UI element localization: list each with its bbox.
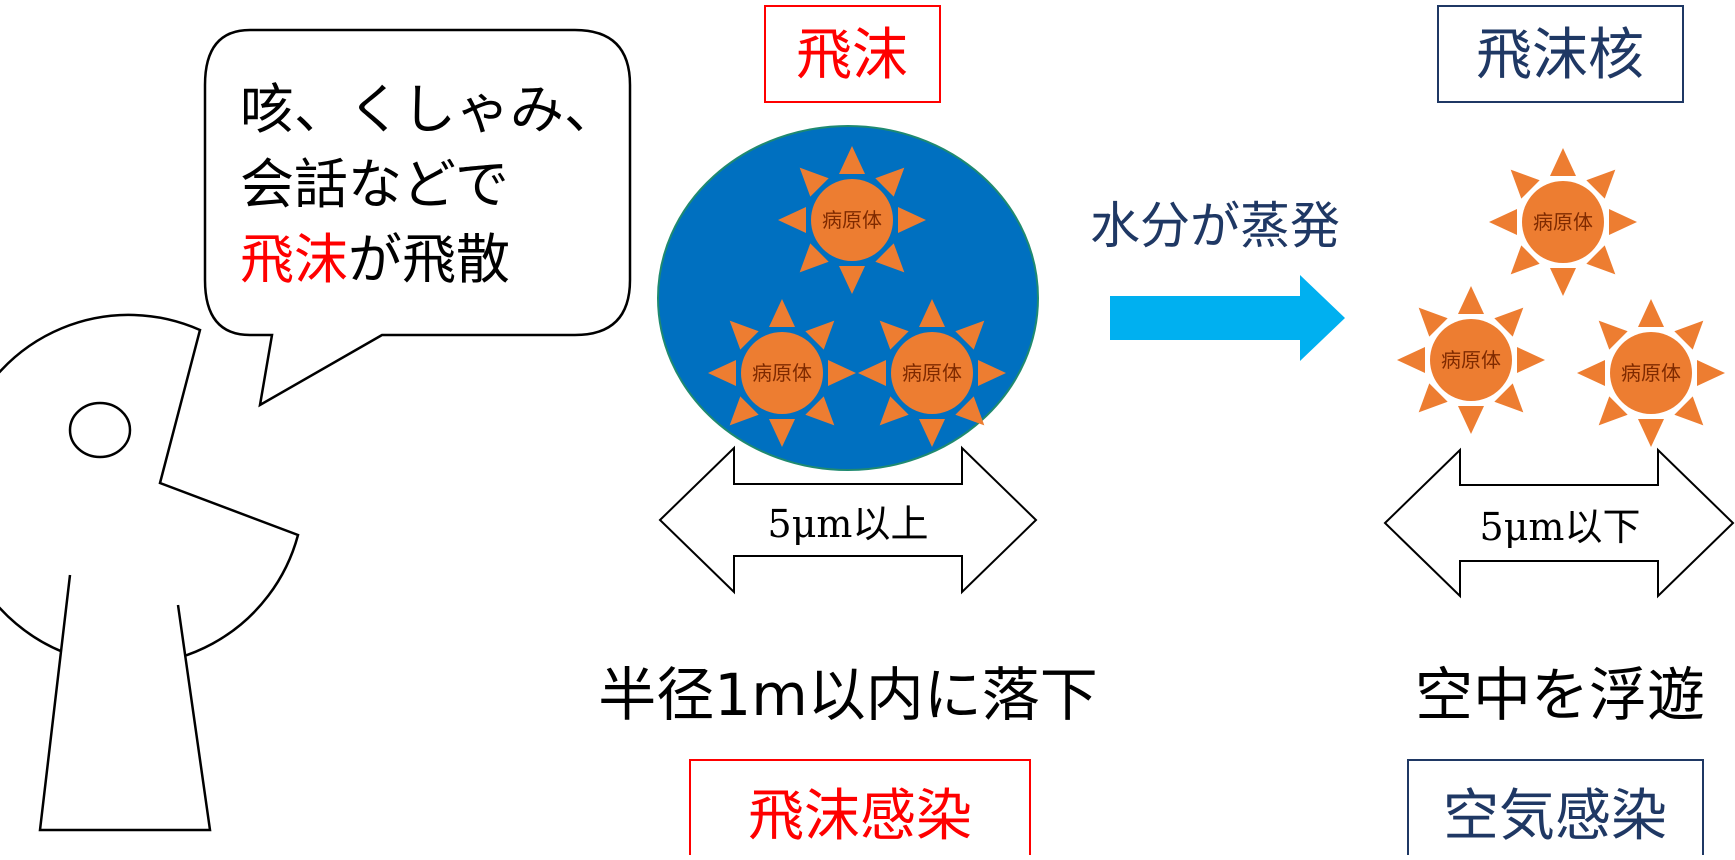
speech-line-1: 咳、くしゃみ、 <box>240 78 618 141</box>
nucleus-title: 飛沫核 <box>1476 23 1644 88</box>
pathogen-ray <box>1489 209 1517 235</box>
nucleus-pathogen-2: 病原体 <box>1397 286 1545 434</box>
nucleus-behavior: 空中を浮遊 <box>1415 661 1705 729</box>
pathogen-ray <box>978 360 1006 386</box>
evaporation-label: 水分が蒸発 <box>1090 197 1340 255</box>
droplet-section: 飛沫 病原体病原体病原体 5μm以上 半径1m以内に落下 飛沫感染 <box>598 5 1098 860</box>
pathogen-ray <box>805 320 835 350</box>
nucleus-infection: 空気感染 <box>1443 784 1667 849</box>
droplet-infection: 飛沫感染 <box>748 784 972 849</box>
pathogen-ray <box>1517 347 1545 373</box>
pathogen-ray <box>879 396 909 426</box>
pathogen-ray <box>769 419 795 447</box>
pathogen-ray <box>1510 169 1540 199</box>
pathogen-core <box>891 332 973 414</box>
pathogen-ray <box>769 299 795 327</box>
pathogen-ray <box>955 320 985 350</box>
pathogen-ray <box>1609 209 1637 235</box>
droplet-pathogen-3: 病原体 <box>858 299 1006 447</box>
nucleus-pathogen-3: 病原体 <box>1577 299 1725 447</box>
pathogen-ray <box>1510 245 1540 275</box>
pathogen-ray <box>858 360 886 386</box>
pathogen-label: 病原体 <box>1621 361 1681 385</box>
pathogen-ray <box>1638 419 1664 447</box>
pathogen-ray <box>1674 396 1704 426</box>
pathogen-ray <box>1550 148 1576 176</box>
pathogen-ray <box>828 360 856 386</box>
pathogen-ray <box>955 396 985 426</box>
pathogen-core <box>1610 332 1692 414</box>
pathogen-ray <box>1418 383 1448 413</box>
pathogen-ray <box>1418 307 1448 337</box>
pathogen-ray <box>805 396 835 426</box>
pathogen-label: 病原体 <box>822 208 882 232</box>
pathogen-ray <box>875 243 905 273</box>
pathogen-ray <box>799 167 829 197</box>
evaporation-arrow <box>1110 275 1345 361</box>
nucleus-pathogen-1: 病原体 <box>1489 148 1637 296</box>
pathogen-core <box>811 179 893 261</box>
pathogen-ray <box>1697 360 1725 386</box>
pathogen-core <box>741 332 823 414</box>
pathogen-ray <box>1458 286 1484 314</box>
person-eye <box>68 401 132 459</box>
nucleus-size-label: 5μm以下 <box>1480 505 1641 549</box>
droplet-pathogen-1: 病原体 <box>778 146 926 294</box>
pathogen-ray <box>1586 245 1616 275</box>
pathogen-core <box>1430 319 1512 401</box>
nucleus-size-arrow <box>1383 447 1735 599</box>
evaporation-process: 水分が蒸発 <box>1090 197 1345 361</box>
droplet-size-label: 5μm以上 <box>768 502 929 546</box>
droplet-size-arrow <box>658 445 1038 595</box>
speech-line-2: 会話などで <box>240 153 509 216</box>
pathogen-core <box>1522 181 1604 263</box>
pathogen-ray <box>1577 360 1605 386</box>
speech-line-3-rest: が飛散 <box>348 228 510 291</box>
droplet-pathogens: 病原体病原体病原体 <box>708 146 1006 447</box>
pathogen-ray <box>1598 320 1628 350</box>
pathogen-ray <box>1397 347 1425 373</box>
droplet-title: 飛沫 <box>796 23 908 88</box>
pathogen-ray <box>799 243 829 273</box>
speech-line-3: 飛沫が飛散 <box>240 228 510 291</box>
pathogen-label: 病原体 <box>902 361 962 385</box>
pathogen-ray <box>1494 383 1524 413</box>
droplet-pathogen-2: 病原体 <box>708 299 856 447</box>
pathogen-ray <box>1494 307 1524 337</box>
pathogen-label: 病原体 <box>1441 348 1501 372</box>
speech-bubble: 咳、くしゃみ、 会話などで 飛沫が飛散 <box>203 28 632 408</box>
pathogen-ray <box>778 207 806 233</box>
nucleus-title-box <box>1437 5 1684 103</box>
pathogen-ray <box>875 167 905 197</box>
pathogen-ray <box>1550 268 1576 296</box>
pathogen-ray <box>839 266 865 294</box>
pathogen-label: 病原体 <box>752 361 812 385</box>
pathogen-ray <box>729 320 759 350</box>
pathogen-ray <box>898 207 926 233</box>
pathogen-ray <box>839 146 865 174</box>
pathogen-ray <box>919 419 945 447</box>
pathogen-ray <box>1586 169 1616 199</box>
pathogen-ray <box>729 396 759 426</box>
pathogen-ray <box>879 320 909 350</box>
nucleus-infection-box <box>1407 759 1704 860</box>
droplet-title-box <box>764 5 941 103</box>
pathogen-ray <box>919 299 945 327</box>
pathogen-ray <box>1638 299 1664 327</box>
pathogen-ray <box>1598 396 1628 426</box>
droplet-infection-box <box>689 759 1031 860</box>
pathogen-ray <box>1674 320 1704 350</box>
person-figure <box>0 313 300 832</box>
person-body <box>38 574 212 832</box>
pathogen-ray <box>708 360 736 386</box>
pathogen-label: 病原体 <box>1533 210 1593 234</box>
speech-bubble-shape <box>203 28 632 408</box>
droplet-behavior: 半径1m以内に落下 <box>598 661 1097 729</box>
pathogen-ray <box>1458 406 1484 434</box>
speech-line-3-highlight: 飛沫 <box>240 228 348 291</box>
